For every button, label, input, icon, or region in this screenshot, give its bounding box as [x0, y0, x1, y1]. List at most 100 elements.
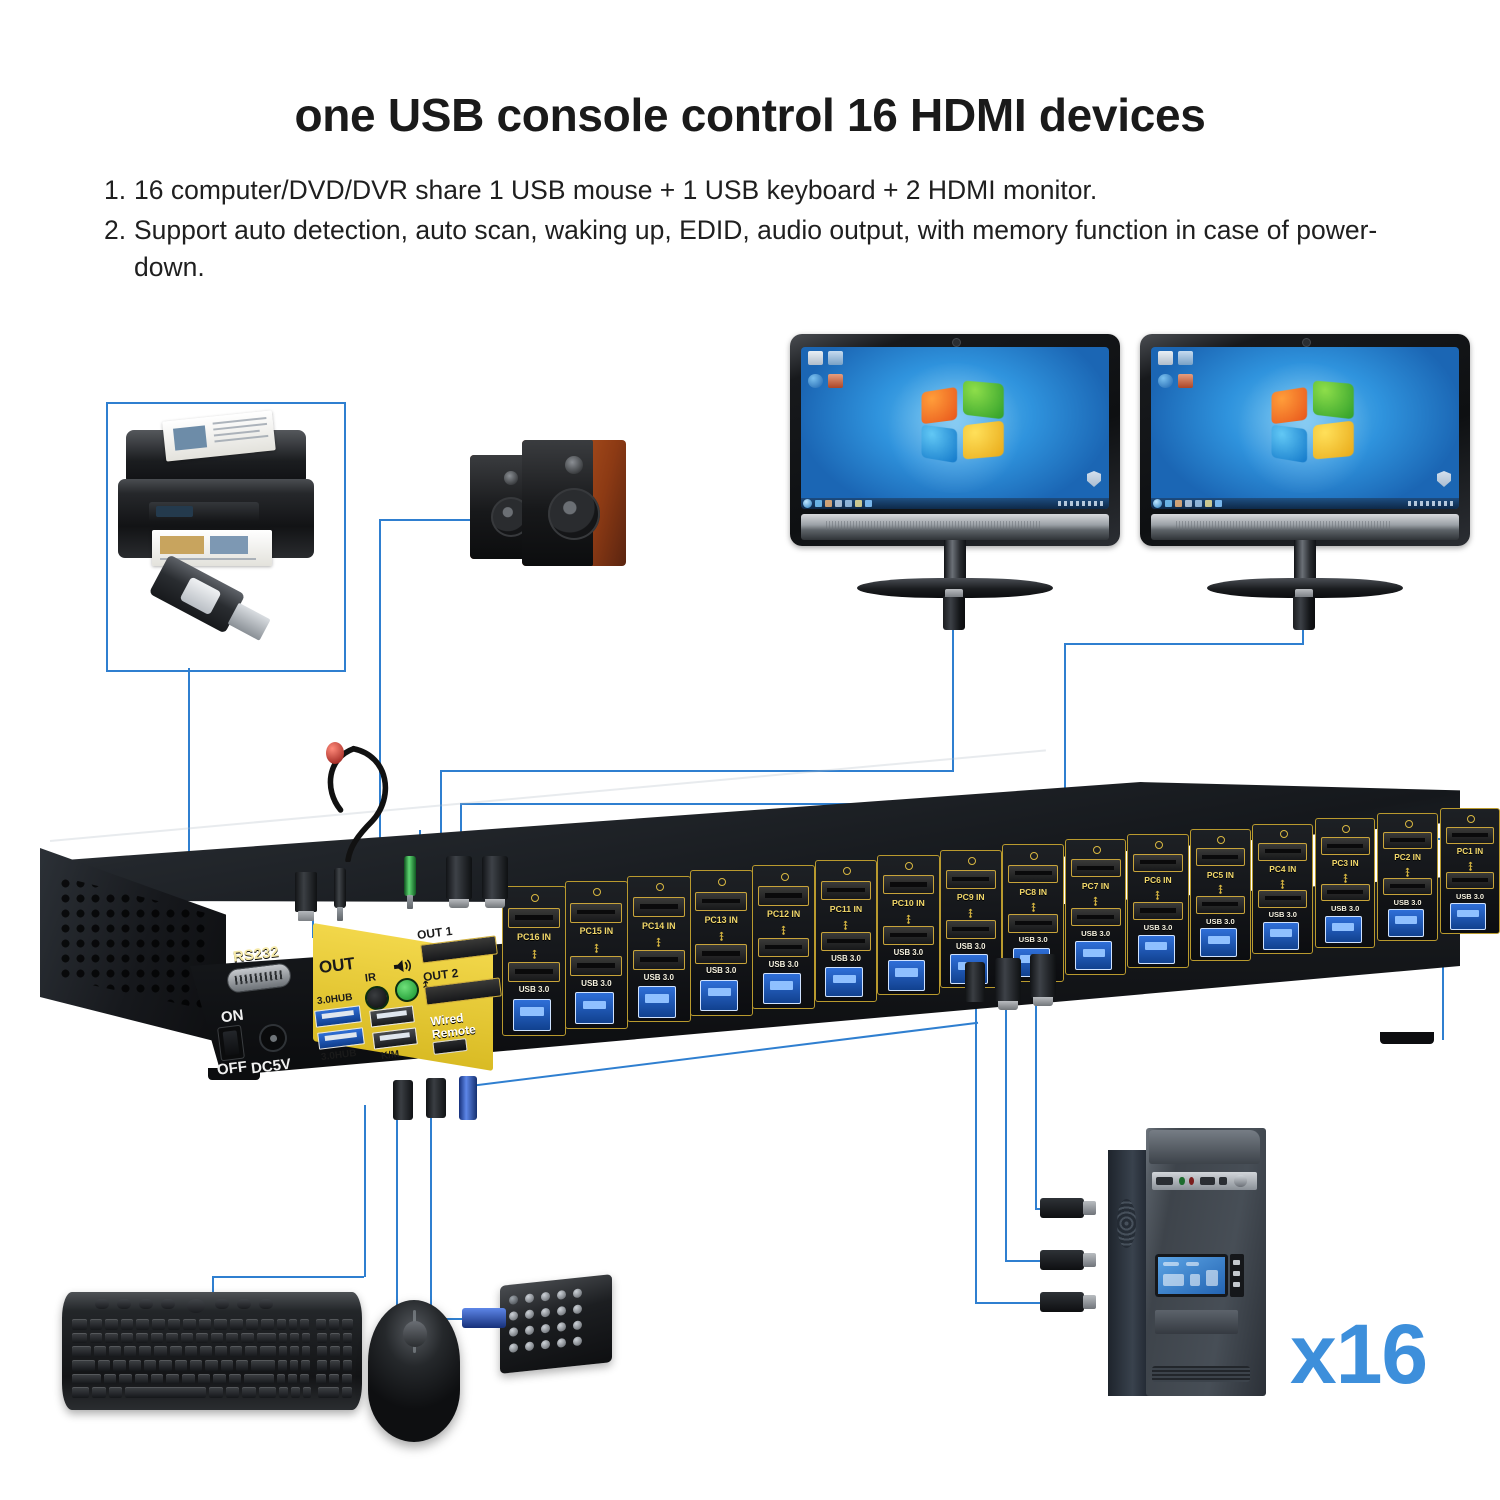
taskbar-icon[interactable]: [825, 500, 832, 507]
hdmi-input-port[interactable]: [945, 870, 997, 889]
hdmi-input-port[interactable]: [757, 886, 810, 906]
audio-cable-plug: [404, 856, 416, 909]
hdmi-input-port[interactable]: [1195, 848, 1246, 867]
hdmi-input-port-secondary[interactable]: [757, 937, 810, 958]
pc-port-block: PC1 IN USB 3.0: [1440, 808, 1500, 934]
hdmi-input-port[interactable]: [1445, 826, 1495, 844]
usb3-input-port[interactable]: [1200, 928, 1237, 957]
hdmi-input-port[interactable]: [1008, 864, 1059, 884]
start-button-icon[interactable]: [1153, 499, 1162, 508]
tower-bottom-grille: [1152, 1366, 1251, 1382]
kvm-foot-left: [208, 1068, 260, 1080]
usb-mouse[interactable]: [368, 1300, 460, 1442]
usb3-input-port[interactable]: [575, 992, 614, 1025]
hdmi-input-port-secondary[interactable]: [1258, 889, 1308, 908]
usb3-input-port[interactable]: [700, 979, 739, 1011]
hdmi-input-port-secondary[interactable]: [1133, 902, 1183, 921]
start-button-icon[interactable]: [803, 499, 812, 508]
usb3-input-port[interactable]: [1450, 902, 1487, 930]
taskbar-icon[interactable]: [835, 500, 842, 507]
monitor-neck: [1294, 540, 1316, 582]
system-tray[interactable]: [1058, 501, 1106, 506]
taskbar-icon[interactable]: [815, 500, 822, 507]
taskbar[interactable]: [801, 498, 1109, 509]
taskbar-icon[interactable]: [1185, 500, 1192, 507]
hdmi-input-port[interactable]: [1258, 842, 1308, 861]
wired-remote-keypad[interactable]: [500, 1274, 612, 1374]
taskbar-icon[interactable]: [1205, 500, 1212, 507]
system-tray[interactable]: [1408, 501, 1456, 506]
hdmi-input-port-secondary[interactable]: [1320, 883, 1370, 902]
desktop-icons: [805, 351, 847, 415]
hdmi-input-port-secondary[interactable]: [820, 932, 872, 952]
list-item-number: 1.: [104, 175, 127, 205]
usb-port-label: USB 3.0: [1081, 929, 1111, 938]
taskbar[interactable]: [1151, 498, 1459, 509]
taskbar-icon[interactable]: [1215, 500, 1222, 507]
hdmi-input-port[interactable]: [695, 891, 747, 912]
usb-keyboard[interactable]: [62, 1292, 362, 1410]
hdmi-input-port-secondary[interactable]: [1070, 907, 1121, 927]
taskbar-icon[interactable]: [845, 500, 852, 507]
power-switch[interactable]: [217, 1024, 245, 1062]
ir-label: IR: [364, 971, 377, 985]
hdmi-input-port[interactable]: [1383, 832, 1433, 850]
taskbar-icon[interactable]: [1175, 500, 1182, 507]
taskbar-icon[interactable]: [865, 500, 872, 507]
usb-port-label: USB 3.0: [643, 972, 674, 982]
keyboard-keys[interactable]: [71, 1319, 353, 1399]
hdmi-input-port[interactable]: [632, 897, 685, 917]
hdmi-input-port[interactable]: [1320, 837, 1370, 855]
usb3-input-port[interactable]: [512, 998, 552, 1031]
usb-hub-label-bottom: 3.0HUB: [320, 1047, 358, 1064]
dc-power-jack[interactable]: [257, 1022, 289, 1054]
usb3-input-port[interactable]: [1262, 922, 1300, 951]
hdmi-input-port-secondary[interactable]: [632, 949, 685, 970]
hdmi-port-label: PC10 IN: [891, 897, 925, 908]
mouse-usb-plug: [426, 1078, 446, 1118]
hdmi-input-port-secondary[interactable]: [1383, 877, 1433, 896]
windows-logo-icon: [1271, 379, 1354, 463]
usb-icon: [656, 937, 661, 947]
hdmi-input-port[interactable]: [883, 875, 934, 895]
hdmi-input-port-secondary[interactable]: [570, 955, 623, 977]
hdmi-input-port-secondary[interactable]: [1195, 895, 1246, 914]
media-keys[interactable]: [95, 1299, 273, 1314]
usb3-input-port[interactable]: [762, 973, 801, 1005]
pc-hdmi-plug-2: [1030, 954, 1056, 1006]
hdmi-input-port[interactable]: [507, 908, 561, 929]
printer-control-panel: [149, 501, 260, 523]
taskbar-icon[interactable]: [1195, 500, 1202, 507]
pc-port-block: PC15 IN USB 3.0: [564, 880, 629, 1030]
usb-port-label: USB 3.0: [518, 985, 550, 995]
remote-cable-plug: [459, 1076, 477, 1120]
tower-lcd-buttons[interactable]: [1229, 1253, 1244, 1297]
printer: [118, 410, 314, 566]
hdmi-input-port-secondary[interactable]: [695, 943, 747, 964]
taskbar-icon[interactable]: [1165, 500, 1172, 507]
usb3-input-port[interactable]: [887, 960, 926, 991]
hdmi-input-port-secondary[interactable]: [1445, 872, 1495, 889]
hdmi-input-port-secondary[interactable]: [883, 925, 934, 945]
usb3-input-port[interactable]: [637, 985, 676, 1018]
hdmi-input-port[interactable]: [1070, 859, 1121, 878]
hdmi-input-port[interactable]: [1133, 853, 1183, 872]
monitor-screen: [1151, 347, 1459, 509]
rs232-port[interactable]: [225, 962, 293, 994]
usb3-input-port[interactable]: [825, 966, 863, 998]
hdmi-input-port-secondary[interactable]: [507, 962, 561, 983]
hdmi-input-port-secondary[interactable]: [945, 919, 997, 939]
taskbar-icon[interactable]: [855, 500, 862, 507]
pc-port-block: PC3 IN USB 3.0: [1314, 818, 1376, 948]
kvm-control-panel: RS232 ON OFF DC5V 3.0HUB 3.0HUB IR K/M: [216, 920, 502, 1079]
usb3-input-port[interactable]: [1387, 909, 1424, 937]
hdmi-cable-plug-1: [446, 856, 472, 908]
usb3-input-port[interactable]: [1325, 915, 1362, 944]
usb3-input-port[interactable]: [1075, 941, 1113, 971]
pc-usb-plug: [965, 962, 985, 1002]
hdmi-input-port[interactable]: [820, 880, 872, 901]
usb3-input-port[interactable]: [1137, 934, 1175, 964]
hdmi-input-port[interactable]: [570, 902, 623, 923]
hdmi-input-port-secondary[interactable]: [1008, 913, 1059, 933]
remote-buttons[interactable]: [509, 1286, 604, 1364]
